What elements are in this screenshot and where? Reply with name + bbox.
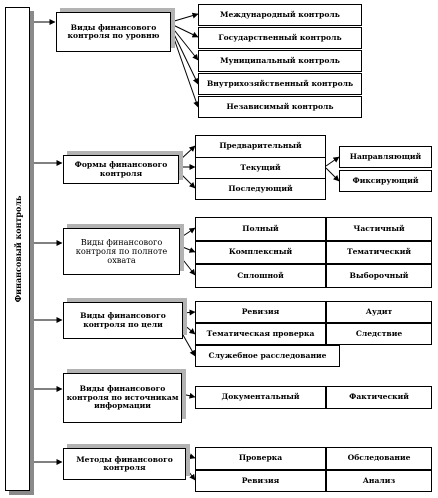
methods-item-analysis: Анализ xyxy=(326,470,432,492)
methods-item-check: Проверка xyxy=(195,447,326,470)
section-methods-header: Методы финансового контроля xyxy=(63,448,186,480)
goal-item-investigation: Следствие xyxy=(326,323,432,345)
section-forms-header: Формы финансового контроля xyxy=(63,155,179,184)
coverage-item-full: Полный xyxy=(195,217,326,241)
level-item-municipal: Муниципальный контроль xyxy=(198,50,362,72)
goal-item-internal-investigation: Служебное расследование xyxy=(195,345,340,367)
coverage-item-selective: Выборочный xyxy=(326,264,432,288)
level-item-state: Государственный контроль xyxy=(198,27,362,49)
level-item-international: Международный контроль xyxy=(198,4,362,26)
coverage-item-continuous: Сплошной xyxy=(195,264,326,288)
coverage-item-complex: Комплексный xyxy=(195,241,326,264)
root-box: Финансовый контроль xyxy=(5,7,30,491)
root-label: Финансовый контроль xyxy=(12,195,23,303)
forms-item-preliminary: Предварительный xyxy=(195,135,326,158)
coverage-item-thematic: Тематический xyxy=(326,241,432,264)
forms-item-subsequent: Последующий xyxy=(195,178,326,200)
level-item-independent: Независимый контроль xyxy=(198,96,362,118)
sources-item-documentary: Документальный xyxy=(195,386,326,409)
goal-item-audit: Аудит xyxy=(326,301,432,323)
methods-item-survey: Обследование xyxy=(326,447,432,470)
forms-sub-directing: Направляющий xyxy=(339,146,432,168)
section-coverage-header: Виды финансового контроля по полноте охв… xyxy=(63,228,180,275)
methods-item-revision: Ревизия xyxy=(195,470,326,492)
forms-item-current: Текущий xyxy=(195,157,326,179)
section-goal-header: Виды финансового контроля по цели xyxy=(63,302,183,339)
section-sources-header: Виды финансового контроля по источникам … xyxy=(63,373,182,423)
goal-item-revision: Ревизия xyxy=(195,301,326,323)
section-level-header: Виды финансового контроля по уровню xyxy=(56,12,171,52)
level-item-internal: Внутрихозяйственный контроль xyxy=(198,73,362,95)
sources-item-factual: Фактический xyxy=(326,386,432,409)
forms-sub-recording: Фиксирующий xyxy=(339,170,432,192)
coverage-item-partial: Частичный xyxy=(326,217,432,241)
goal-item-thematic-check: Тематическая проверка xyxy=(195,323,326,345)
